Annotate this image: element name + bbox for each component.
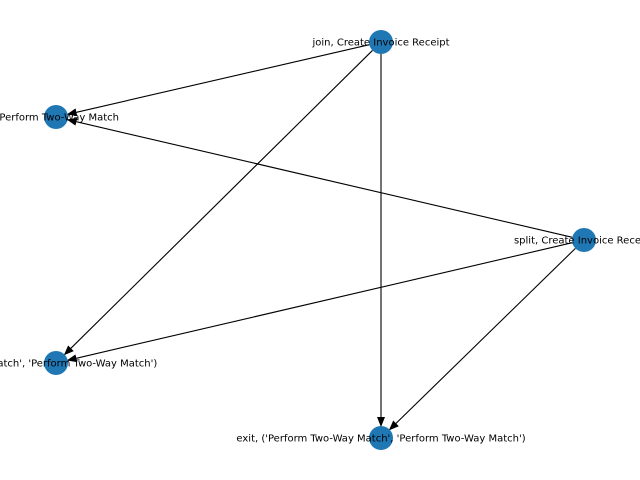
edge-join-to-match xyxy=(66,44,370,117)
edge-split-to-twoway xyxy=(66,242,573,363)
edge-join-to-twoway xyxy=(63,50,373,356)
node-match[interactable] xyxy=(44,105,68,129)
node-label-join: join, Create Invoice Receipt xyxy=(311,38,449,49)
edges-layer xyxy=(63,44,576,431)
labels-layer: join, Create Invoice Receipt , Perform Tw… xyxy=(0,38,640,445)
node-twoway[interactable] xyxy=(44,351,68,375)
node-join[interactable] xyxy=(369,30,393,54)
edge-split-to-match xyxy=(66,117,573,238)
nodes-layer xyxy=(44,30,596,450)
node-exit[interactable] xyxy=(369,426,393,450)
node-label-twoway: o-Way Match', 'Perform Two-Way Match') xyxy=(0,359,157,370)
edge-split-to-exit xyxy=(388,247,576,431)
node-label-exit: exit, ('Perform Two-Way Match', 'Perform… xyxy=(236,434,525,445)
node-label-match: , Perform Two-Way Match xyxy=(0,113,119,124)
node-label-split: split, Create Invoice Receipt xyxy=(514,236,640,247)
node-split[interactable] xyxy=(572,228,596,252)
